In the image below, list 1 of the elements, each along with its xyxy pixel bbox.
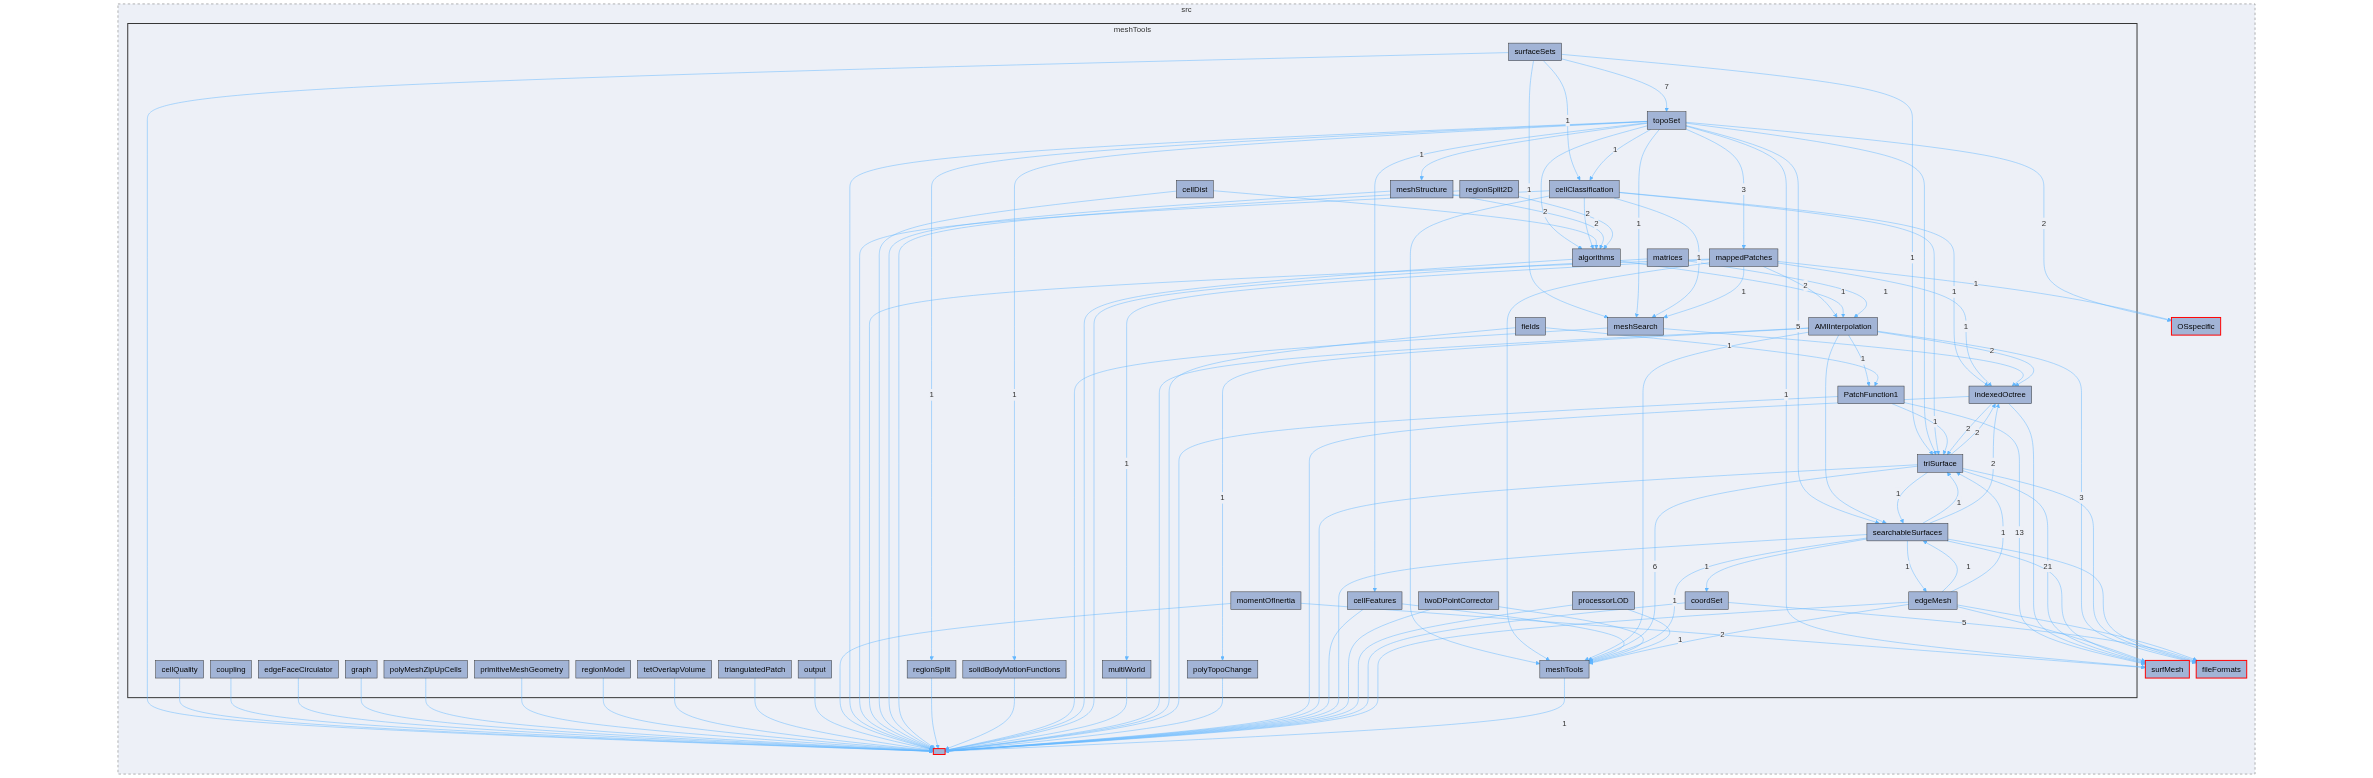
node-box	[932, 748, 946, 755]
